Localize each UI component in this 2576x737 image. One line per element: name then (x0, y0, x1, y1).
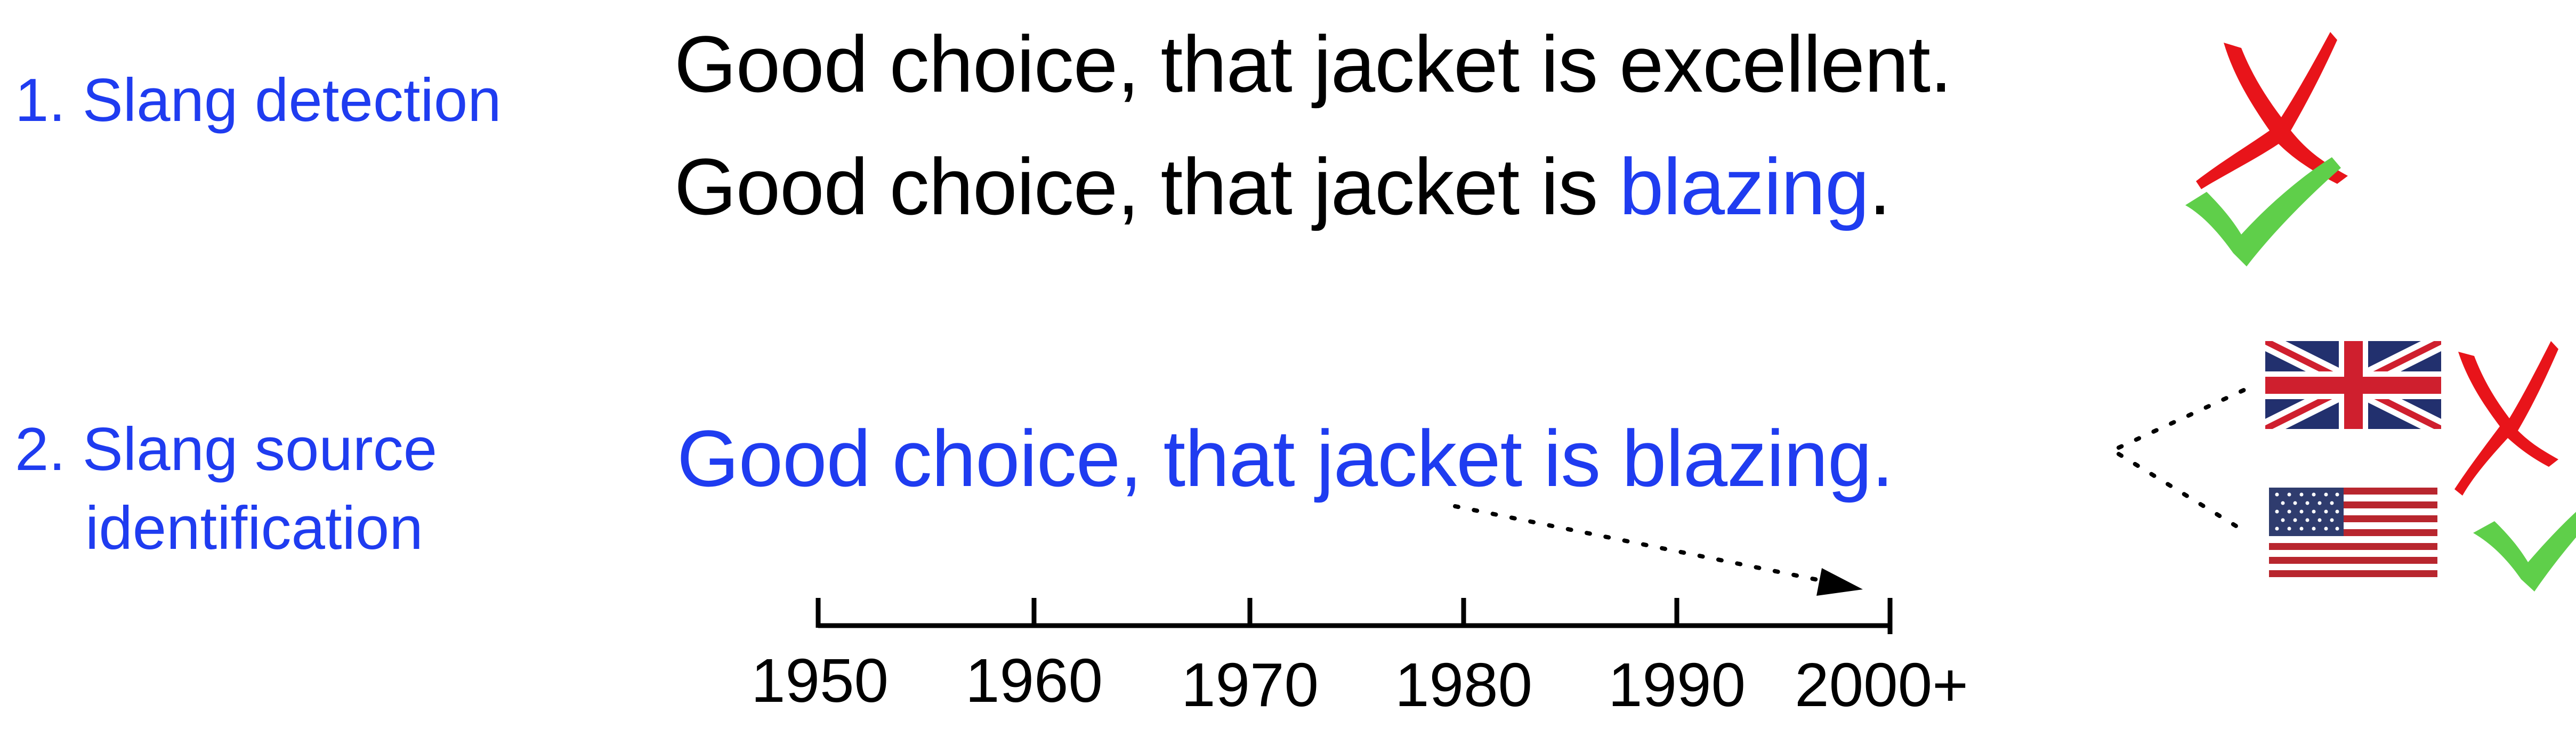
slang-sentence: Good choice, that jacket is blazing. (674, 147, 1891, 226)
slang-word: blazing (1619, 142, 1869, 231)
check-icon (2473, 512, 2576, 592)
tick-label-1960: 1960 (965, 646, 1103, 715)
tick-label-1980: 1980 (1394, 650, 1533, 719)
cross-icon (2454, 341, 2558, 496)
tick-label-1990: 1990 (1608, 650, 1746, 719)
slang-sentence-suffix: . (1869, 142, 1891, 231)
tick-label-1970: 1970 (1181, 650, 1319, 719)
us-flag (2269, 488, 2437, 577)
slang-sentence-prefix: Good choice, that jacket is (674, 142, 1619, 231)
plain-sentence: Good choice, that jacket is excellent. (674, 19, 1952, 109)
check-icon (2185, 157, 2341, 266)
timeline-axis (815, 598, 1893, 634)
dotted-branches-flags (2117, 384, 2254, 530)
source-sentence: Good choice, that jacket is blazing. (677, 414, 1894, 503)
cross-icon (2196, 32, 2348, 189)
tick-label-2000-plus: 2000+ (1795, 650, 1968, 719)
task2-label-line1: 2. Slang source (15, 416, 438, 483)
tick-label-1950: 1950 (750, 646, 889, 715)
task2-label-line2: identification (85, 495, 423, 562)
dotted-arrow-timeline (1453, 504, 1863, 596)
uk-flag (2265, 341, 2441, 429)
task1-label: 1. Slang detection (15, 67, 502, 134)
